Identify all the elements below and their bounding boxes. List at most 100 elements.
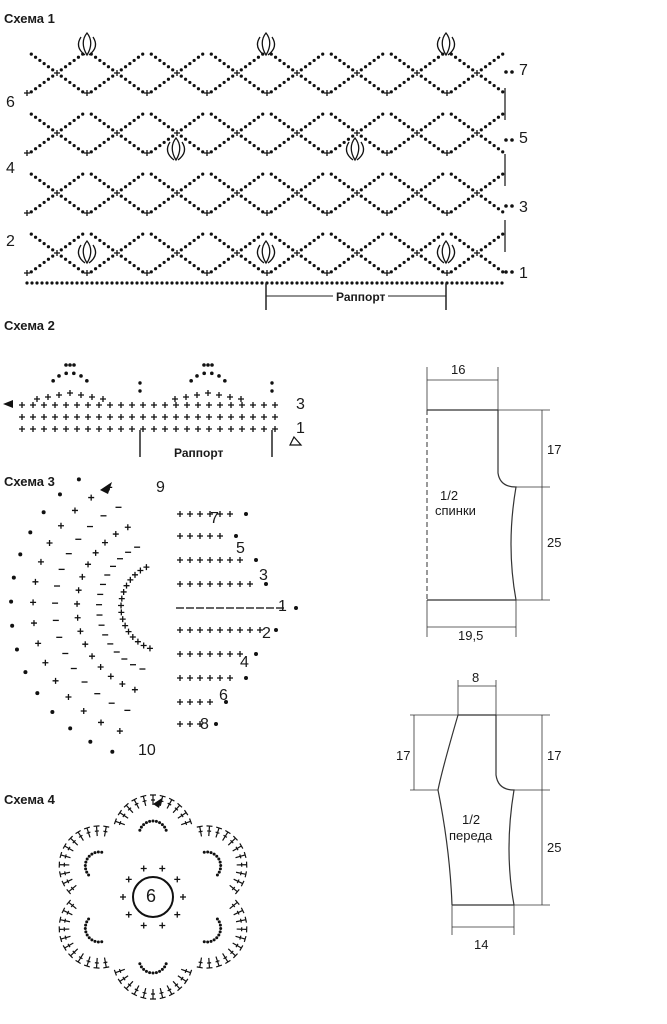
chain-dot [23,670,28,675]
sc-plus [207,675,213,681]
chain-dot [282,241,286,246]
chain-dot [432,143,436,148]
chain-dot [158,263,162,268]
dc-stitch-stroke [227,835,238,846]
puff-petal [447,36,456,56]
chain-dot [128,241,132,246]
sc-plus [45,394,51,400]
puff-petal [256,36,265,56]
chain-dot [42,200,46,205]
chain-dot [492,238,496,243]
sc-plus [177,533,183,539]
dc-stitch-stroke [93,825,100,837]
chain-dot [102,241,106,246]
dc-stitch [103,957,110,969]
chain-dot [342,140,346,145]
chain-dot [132,203,136,208]
chain-dot [264,582,268,586]
sc-plus [129,402,135,408]
chain-dot [359,188,363,192]
dc-stitch-stroke [66,899,77,910]
sc-plus [197,533,203,539]
chain-dot [68,241,72,246]
sc-plus [101,539,108,546]
chain-dot [316,267,321,271]
sc-plus [74,600,81,607]
chain-dot [501,210,505,214]
chain-dot [333,115,338,119]
chain-dot [209,270,213,274]
puff-petal [177,141,186,161]
chain-dot [106,185,111,189]
chain-dot [183,197,188,201]
sc-plus [217,627,223,633]
chain-dot [72,143,76,148]
sc-plus [54,250,60,256]
chain-dot [100,281,104,285]
chain-dot [151,819,155,823]
chain-dot [428,260,432,265]
chain-dot [363,125,368,129]
chain-dot [218,203,222,208]
chain-dot [162,140,166,145]
dc-stitch [75,829,84,841]
chain-dot [215,936,219,940]
chain-dot [42,61,46,66]
dc-stitch-stroke [61,878,73,887]
chain-dot [106,65,111,69]
chain-dot [231,188,235,192]
chain-dot [368,61,372,66]
sc-plus [85,561,92,568]
chain-dot [96,940,100,944]
chain-dot [466,137,471,141]
chain-dot [252,118,256,123]
sc-plus [129,414,135,420]
chain-dot [128,80,132,85]
chain-dot [393,87,398,91]
sc-plus [37,558,44,565]
dc-stitch-stroke [113,818,126,826]
scheme-3-start-arrow [100,482,112,494]
chain-dot [153,115,158,119]
chain-dot [252,263,256,268]
dc-stitch-stroke [59,935,71,943]
scheme-1-title: Схема 1 [4,11,55,26]
chain-dot [363,257,368,261]
dc-stitch [222,953,231,965]
dc-stitch-stroke [233,878,245,887]
chain-dot [85,870,89,874]
puff-petal [267,244,276,264]
chain-dot [166,245,171,249]
sc-plus [187,581,193,587]
chain-dot [398,83,402,88]
sc-plus [177,511,183,517]
chain-dot [158,203,162,208]
chain-dot [63,257,68,261]
sc-plus [52,402,58,408]
dc-stitch [131,985,140,997]
chain-dot [51,379,55,383]
chain-dot [389,270,393,274]
chain-dot [136,87,141,91]
chain-dot [33,175,38,179]
chain-dot [458,203,462,208]
chain-dot [120,281,124,285]
chain-dot [453,207,458,211]
chain-dot [166,257,171,261]
scheme-2-start-arrow-left [3,400,13,408]
chain-dot [432,178,436,183]
chain-dot [153,267,158,271]
chain-dot [333,175,338,179]
sc-plus [177,699,183,705]
chain-dot [226,245,231,249]
chain-dot [359,134,363,138]
chain-dot [261,270,265,274]
sc-plus [92,549,99,556]
sc-plus [227,394,233,400]
chain-dot [449,232,453,236]
chain-dot [165,281,169,285]
dc-stitch-stroke [58,916,71,923]
chain-dot [346,185,351,189]
chain-dot [51,254,55,258]
chain-dot [119,188,123,192]
